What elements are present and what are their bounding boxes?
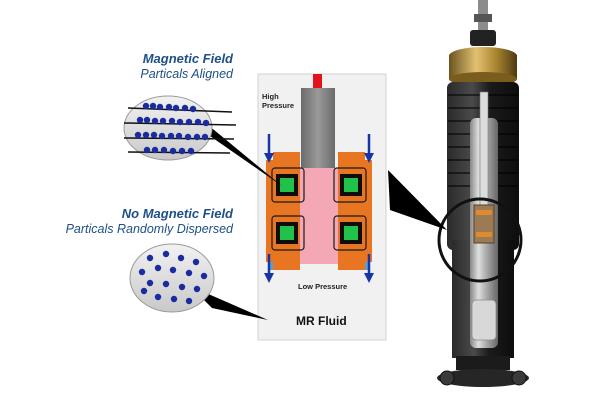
aligned-caption: Magnetic Field Particals Aligned	[140, 51, 233, 81]
pointer-wedge-aligned	[202, 120, 282, 186]
coil-top-left	[276, 174, 298, 196]
coil-housing-right	[338, 152, 372, 270]
aligned-particle-chains	[123, 102, 237, 155]
dispersed-particles	[138, 250, 208, 305]
upper-bushing	[470, 30, 496, 46]
dispersed-particles-bubble	[129, 243, 215, 313]
coil-bottom-right	[340, 222, 362, 244]
magnified-particles-icon	[123, 95, 237, 161]
dispersed-caption-title: No Magnetic Field	[121, 206, 233, 221]
dispersed-caption-subtitle: Particals Randomly Dispersed	[65, 222, 233, 236]
coil-bottom-left	[276, 222, 298, 244]
low-pressure-label: Low Pressure	[298, 282, 347, 291]
accumulator	[471, 299, 497, 341]
mr-fluid-label: MR Fluid	[296, 314, 347, 328]
piston-band-bottom	[476, 232, 492, 237]
piston-head	[300, 168, 338, 264]
aligned-caption-title: Magnetic Field	[142, 51, 233, 66]
dispersed-caption: No Magnetic Field Particals Randomly Dis…	[66, 206, 233, 236]
cross-section-panel: High Pressure Low Pressure MR Fluid	[257, 73, 387, 341]
aligned-caption-subtitle: Particals Aligned	[140, 67, 233, 81]
flow-arrow-down-icon	[264, 134, 374, 283]
coil-housing-left	[266, 152, 300, 270]
pointer-wedge-dispersed	[190, 286, 268, 320]
rod-seal-red	[313, 74, 322, 88]
eye-right	[511, 370, 527, 386]
eye-left	[439, 370, 455, 386]
lower-eye-mount	[437, 369, 529, 387]
high-pressure-label-line2: Pressure	[262, 101, 294, 110]
aligned-bubble	[123, 95, 213, 161]
coil-top-right	[340, 174, 362, 196]
stud-nut	[474, 14, 492, 22]
high-pressure-label-line1: High	[262, 92, 279, 101]
magnetic-field-loops	[271, 167, 367, 251]
damper-base	[456, 356, 510, 370]
piston-rod	[301, 88, 335, 170]
magnifier-ring	[437, 197, 523, 283]
pointer-wedge-damper	[388, 170, 447, 230]
dispersed-bubble	[129, 243, 215, 313]
piston-band-top	[476, 210, 492, 215]
damper-cutaway-icon	[437, 0, 529, 387]
